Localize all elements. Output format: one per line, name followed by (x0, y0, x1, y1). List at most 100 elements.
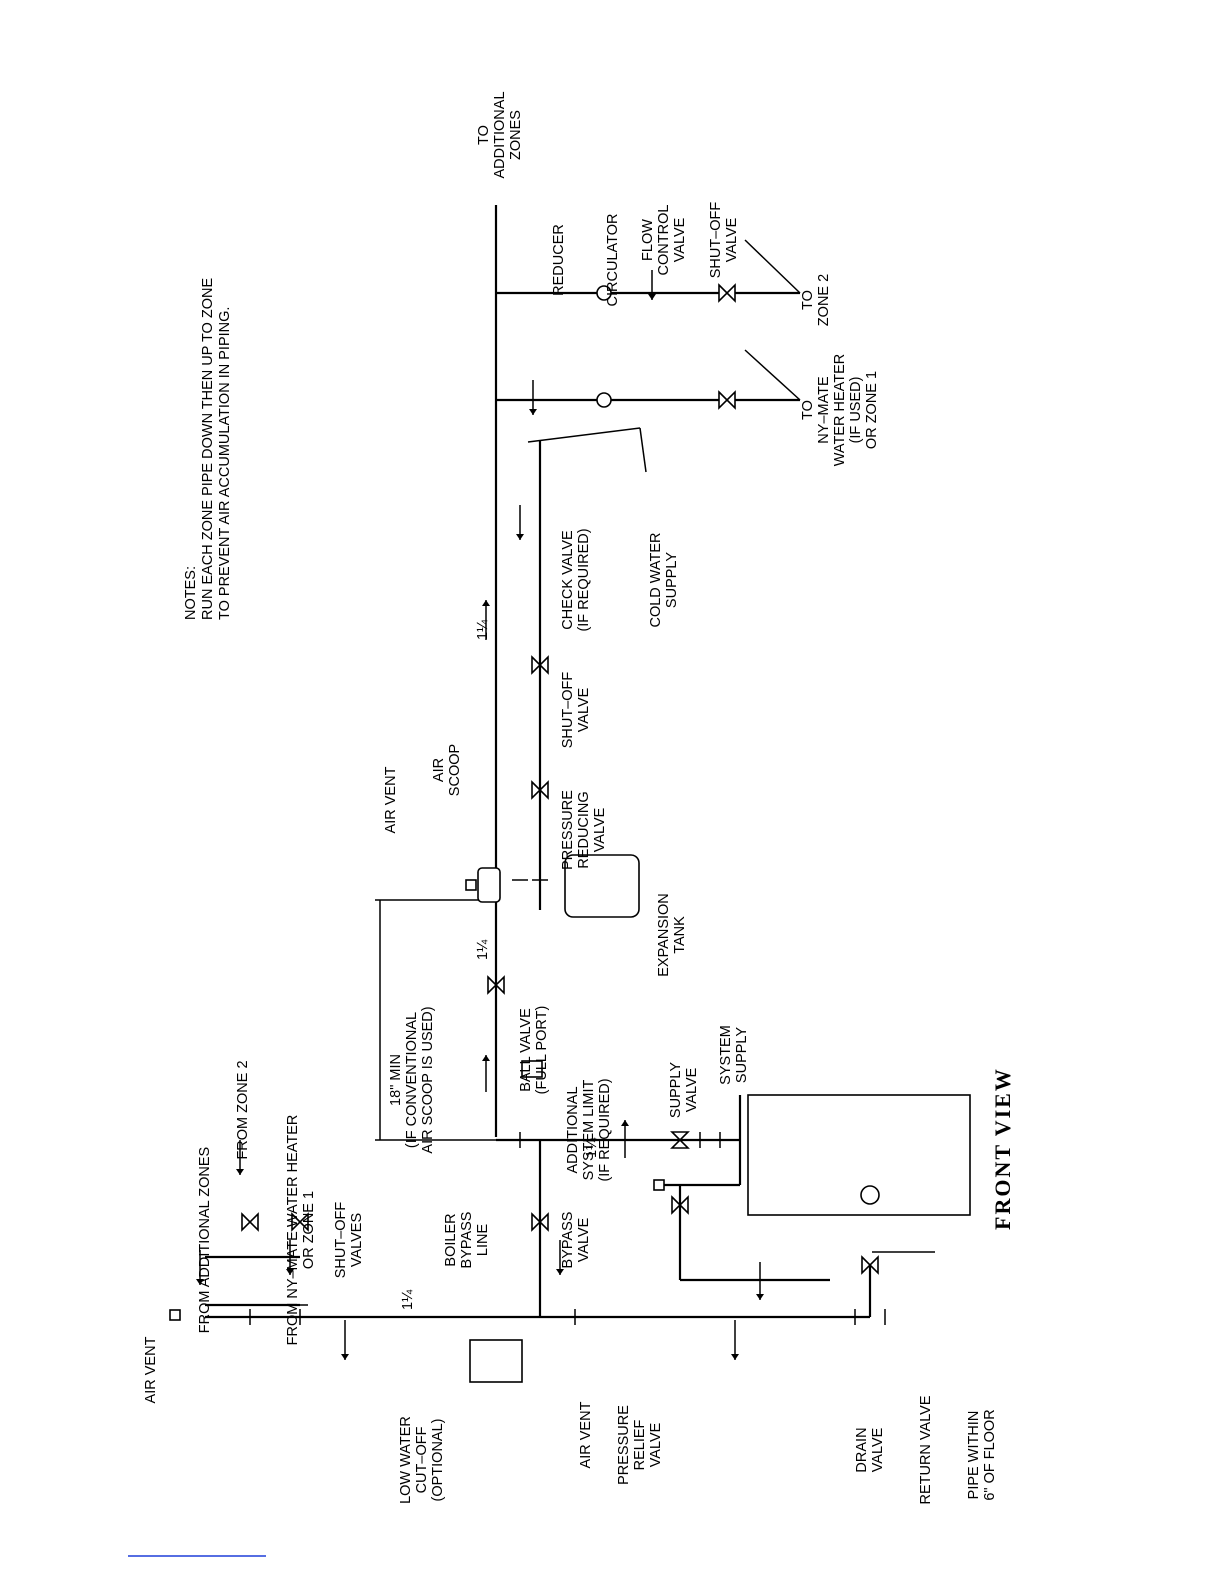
shutoff-zone2-valve-icon (718, 283, 736, 303)
label-to-zone1-line-2: NY–MATE (816, 376, 832, 444)
label-air-vent-top-line-1: AIR VENT (383, 766, 399, 833)
flow-zone1-branch-arrowhead (529, 409, 537, 415)
label-shutoff-valve-zone2-line-1: SHUT–OFF (708, 202, 724, 279)
label-air-scoop-line-2: SCOOP (447, 744, 463, 796)
flow-from-nymate-arrowhead (286, 1269, 294, 1275)
label-circulator-line-1: CIRCULATOR (605, 214, 621, 307)
notes-line2: TO PREVENT AIR ACCUMULATION IN PIPING. (217, 307, 233, 620)
label-to-zone1-line-3: WATER HEATER (832, 354, 848, 467)
pressure-reducing-valve-icon (531, 780, 549, 800)
label-pressure-relief-valve-line-1: PRESSURE (616, 1405, 632, 1485)
label-min-18-line-2: (IF CONVENTIONAL (404, 1012, 420, 1148)
air-vent-left-icon (169, 1309, 181, 1321)
label-reducer-line-1: REDUCER (551, 224, 567, 296)
flow-cold-arrowhead (516, 534, 524, 540)
label-supply-valve-line-2: VALVE (684, 1067, 700, 1112)
label-low-water-cutoff-line-2: CUT–OFF (414, 1426, 430, 1493)
supply-valve-valve-icon (670, 1131, 690, 1149)
pipe-size-supply: 1¼ (584, 1137, 600, 1158)
label-return-valve-line-1: RETURN VALVE (918, 1395, 934, 1504)
label-shutoff-valve-cold-line-1: SHUT–OFF (560, 672, 576, 749)
relief-valve-valve-icon (671, 1195, 689, 1215)
air-vent-mid-icon (653, 1179, 665, 1191)
label-ball-valve-line-2: (FULL PORT) (534, 1006, 550, 1095)
label-to-zone1-line-4: (IF USED) (848, 377, 864, 444)
label-to-zone2-line-2: ZONE 2 (816, 274, 832, 326)
return-shutoff-b-valve-icon (291, 1212, 309, 1232)
circulator-zone1-icon (596, 392, 612, 408)
flow-from-add-arrowhead (196, 1279, 204, 1285)
label-expansion-tank-line-2: TANK (672, 916, 688, 954)
label-boiler-bypass-line-line-3: LINE (475, 1224, 491, 1257)
flow-supply-side-arrowhead (621, 1120, 629, 1126)
label-pressure-reducing-valve-line-2: REDUCING (576, 791, 592, 868)
notes-heading: NOTES: (183, 566, 199, 620)
label-flow-control-valve-line-1: FLOW (640, 219, 656, 261)
label-expansion-tank-line-1: EXPANSION (656, 893, 672, 977)
label-to-zone1-line-5: OR ZONE 1 (864, 371, 880, 449)
flow-arrows (196, 270, 764, 1360)
label-boiler-bypass-line-line-1: BOILER (443, 1213, 459, 1266)
shutoff-cold-valve-icon (531, 655, 549, 675)
notes-line1: RUN EACH ZONE PIPE DOWN THEN UP TO ZONE (200, 278, 216, 620)
label-pressure-relief-valve-line-2: RELIEF (632, 1419, 648, 1470)
circulator-zone2-icon (596, 285, 612, 301)
flow-zone2-branch-arrowhead (648, 294, 656, 300)
label-bypass-valve-line-1: BYPASS (560, 1212, 576, 1269)
label-check-valve-line-2: (IF REQUIRED) (576, 528, 592, 631)
pipe-size-return: 1¼ (400, 1289, 416, 1310)
label-pressure-reducing-valve-line-1: PRESSURE (560, 790, 576, 870)
boiler (747, 1094, 971, 1216)
label-pressure-reducing-valve-line-3: VALVE (592, 807, 608, 852)
label-min-18-line-1: 18" MIN (388, 1054, 404, 1106)
low-water-cutoff-box (469, 1339, 523, 1383)
label-air-vent-left-line-1: AIR VENT (143, 1336, 159, 1403)
flow-return-mid-arrowhead (556, 1269, 564, 1275)
expansion-tank (564, 854, 640, 918)
label-additional-limit-line-2: SYSTEM LIMIT (581, 1080, 597, 1181)
label-to-additional-zones-line-1: TO (476, 125, 492, 145)
label-supply-valve-line-1: SUPPLY (668, 1062, 684, 1118)
label-shutoff-valve-zone2-line-2: VALVE (724, 217, 740, 262)
cold-water-pipe (527, 427, 647, 910)
flow-return-low-arrowhead (731, 1354, 739, 1360)
label-low-water-cutoff-line-1: LOW WATER (398, 1416, 414, 1504)
additional-limit-box (521, 1060, 543, 1078)
label-check-valve-line-1: CHECK VALVE (560, 530, 576, 630)
label-from-nymate-line-1: FROM NY–MATE WATER HEATER (285, 1115, 301, 1346)
label-system-supply-line-2: SUPPLY (734, 1027, 750, 1083)
label-air-scoop-line-1: AIR (431, 758, 447, 782)
label-ball-valve-line-1: BALL VALVE (518, 1008, 534, 1092)
label-drain-valve-line-1: DRAIN (854, 1427, 870, 1472)
label-to-zone1-line-1: TO (800, 400, 816, 420)
label-to-additional-zones-line-2: ADDITIONAL (492, 91, 508, 178)
pipe-size-top: 1¼ (475, 619, 491, 640)
diagram-title: FRONT VIEW (990, 1067, 1015, 1230)
fitting-ticks (242, 292, 886, 1325)
label-from-additional-zones-line-1: FROM ADDITIONAL ZONES (197, 1147, 213, 1333)
air-vent-top-icon (465, 879, 477, 891)
ball-valve-valve-icon (487, 975, 505, 995)
label-pipe-within-line-2: 6" OF FLOOR (982, 1409, 998, 1500)
label-shutoff-valves-return-line-1: SHUT–OFF (333, 1202, 349, 1279)
label-drain-valve-line-2: VALVE (870, 1427, 886, 1472)
label-additional-limit-line-1: ADDITIONAL (565, 1086, 581, 1173)
label-pipe-within-line-1: PIPE WITHIN (966, 1411, 982, 1500)
zone-branches (496, 239, 801, 402)
label-flow-control-valve-line-3: VALVE (672, 217, 688, 262)
label-to-zone2-line-1: TO (800, 290, 816, 310)
label-flow-control-valve-line-2: CONTROL (656, 205, 672, 276)
label-shutoff-valve-cold-line-2: VALVE (576, 687, 592, 732)
pipe-size-ball: 1¼ (475, 939, 491, 960)
label-bypass-valve-line-2: VALVE (576, 1217, 592, 1262)
flow-return-down-arrowhead (341, 1354, 349, 1360)
flow-relief-arrowhead (756, 1294, 764, 1300)
shutoff-zone1-valve-icon (718, 390, 736, 410)
label-low-water-cutoff-line-3: (OPTIONAL) (430, 1419, 446, 1502)
relief-and-return-pipes (660, 1095, 935, 1317)
label-additional-limit-line-3: (IF REQUIRED) (597, 1078, 613, 1181)
notes: NOTES: RUN EACH ZONE PIPE DOWN THEN UP T… (183, 278, 233, 620)
return-gauge-icon (860, 1185, 880, 1205)
